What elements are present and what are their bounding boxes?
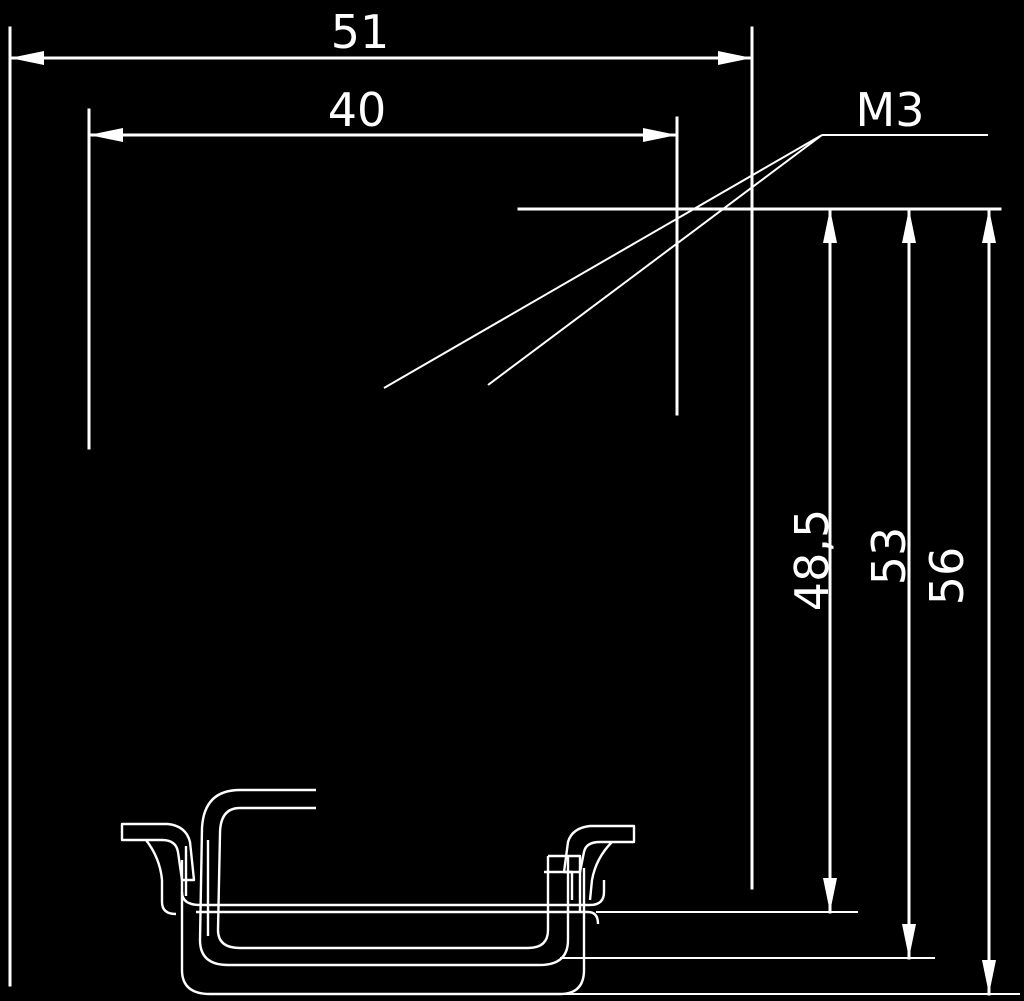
arrowhead-left-40 [89,128,123,142]
dimension-56: 56 [560,207,1020,996]
arrowhead-right-40 [643,128,677,142]
arrowhead-bottom-48-5 [823,878,837,912]
arrowhead-bottom-53 [902,924,916,958]
leader-line-2 [487,134,823,386]
dimension-48-5: 48,5 [596,207,858,914]
bracket-right-wall-2 [544,870,574,900]
bracket-channel-mid-2 [196,910,600,925]
thread-callout-m3: M3 [383,83,988,389]
dimension-label-56: 56 [920,547,974,606]
arrowhead-right-51 [718,51,752,65]
bracket-hook-outer [198,788,570,967]
bracket-right-wall-1 [548,854,582,912]
bracket-channel-mid [180,880,606,907]
thread-label-m3: M3 [856,83,925,137]
arrowhead-top-56 [982,209,996,243]
arrowhead-left-51 [10,51,44,65]
dimension-label-40: 40 [328,83,387,137]
bracket-channel-outer [180,860,586,996]
dimension-53: 53 [560,207,935,960]
dimension-label-53: 53 [862,527,916,586]
dimension-label-51: 51 [331,5,390,59]
arrowhead-bottom-56 [982,960,996,994]
bracket-flange-left [120,822,196,882]
arrowhead-top-53 [902,209,916,243]
bracket-left-wall-1 [184,840,210,936]
bracket-flange-right-fold [588,841,613,901]
bracket-part-outline [120,788,636,996]
leader-line-1 [383,134,823,389]
dimension-label-48-5: 48,5 [785,509,839,611]
arrowhead-top-48-5 [823,209,837,243]
bracket-flange-right [562,824,636,874]
bracket-hook-inner [216,806,550,950]
dimension-40: 40 [87,83,679,450]
dimension-51: 51 [8,5,754,987]
bracket-flange-left-fold [145,839,177,916]
